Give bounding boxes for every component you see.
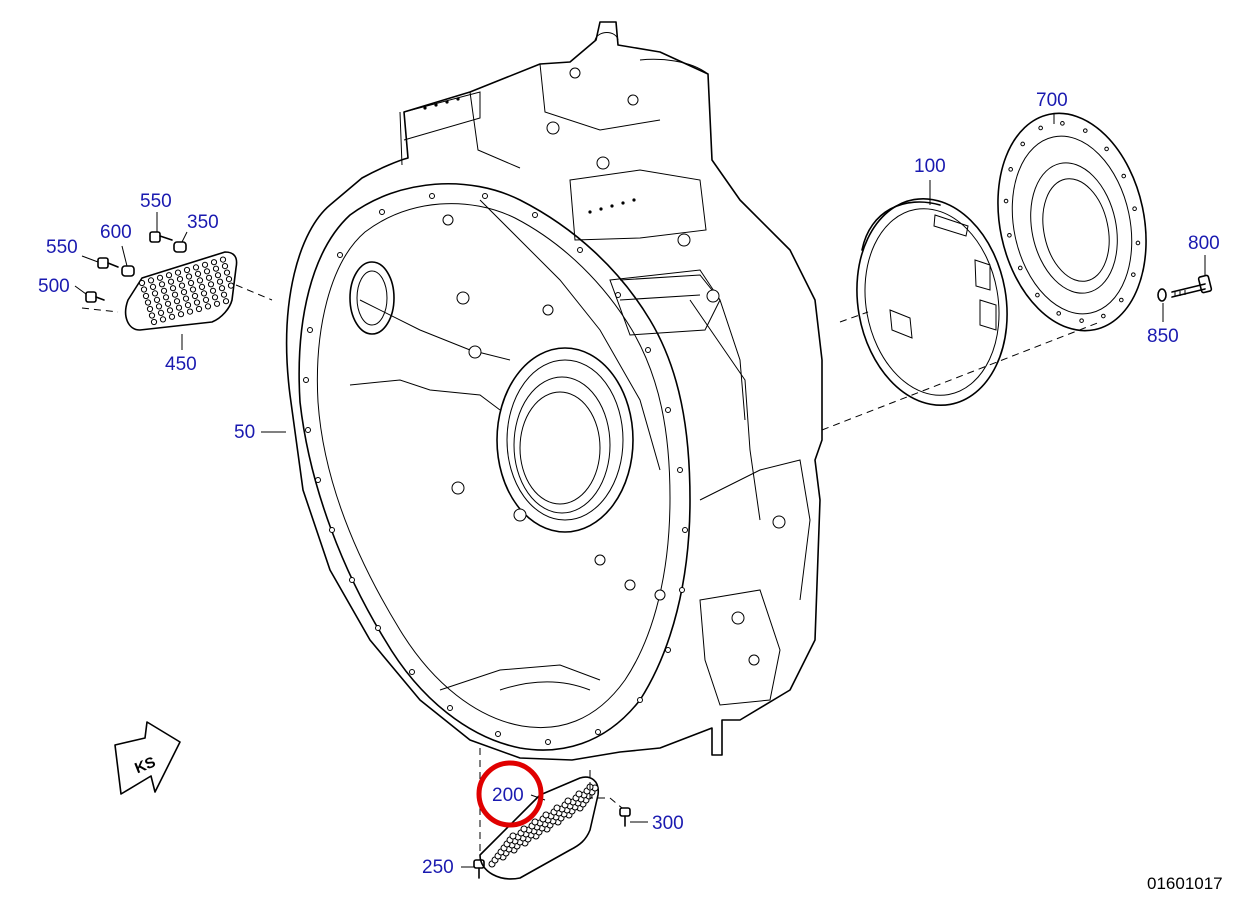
bolt-550-top: [149, 231, 173, 243]
top-boss-holes: [423, 97, 636, 214]
internal-bosses: [442, 67, 786, 666]
flange-bolt-holes: [303, 193, 688, 745]
strainer-perforations: [488, 783, 599, 868]
assembly-lines: [81, 284, 1101, 860]
callout-550-top[interactable]: 550: [140, 191, 172, 212]
bolt-500: [85, 291, 105, 303]
strainer-plate-part: [124, 251, 238, 331]
ring-part: [856, 197, 1008, 407]
bolt-250: [473, 859, 485, 879]
callout-550-left[interactable]: 550: [46, 237, 78, 258]
callout-350[interactable]: 350: [187, 212, 219, 233]
callout-850[interactable]: 850: [1147, 326, 1179, 347]
callout-250[interactable]: 250: [422, 857, 454, 878]
callout-500[interactable]: 500: [38, 276, 70, 297]
bolt-800: [1171, 274, 1213, 298]
callout-450[interactable]: 450: [165, 354, 197, 375]
bolt-550-left: [97, 257, 119, 269]
cover-part: [997, 112, 1147, 332]
cover-bolt-holes: [1003, 121, 1141, 323]
callout-50[interactable]: 50: [234, 422, 256, 443]
callout-700[interactable]: 700: [1036, 90, 1068, 111]
leader-lines: [74, 113, 1206, 868]
bolt-300: [619, 807, 631, 827]
highlight-ring: [476, 760, 544, 828]
callout-200[interactable]: 200: [492, 785, 524, 806]
washer-850: [1157, 288, 1167, 302]
direction-arrow-icon: KS: [114, 721, 181, 795]
callout-100[interactable]: 100: [914, 156, 946, 177]
callout-800[interactable]: 800: [1188, 233, 1220, 254]
nut-600: [121, 265, 135, 277]
document-id: 01601017: [1147, 874, 1223, 893]
direction-marker-label: KS: [132, 754, 158, 778]
housing-part: [285, 21, 823, 761]
lower-strainer-part: [479, 776, 600, 880]
plate-perforations: [138, 256, 235, 326]
nut-350: [173, 241, 187, 253]
callout-300[interactable]: 300: [652, 813, 684, 834]
callout-600[interactable]: 600: [100, 222, 132, 243]
